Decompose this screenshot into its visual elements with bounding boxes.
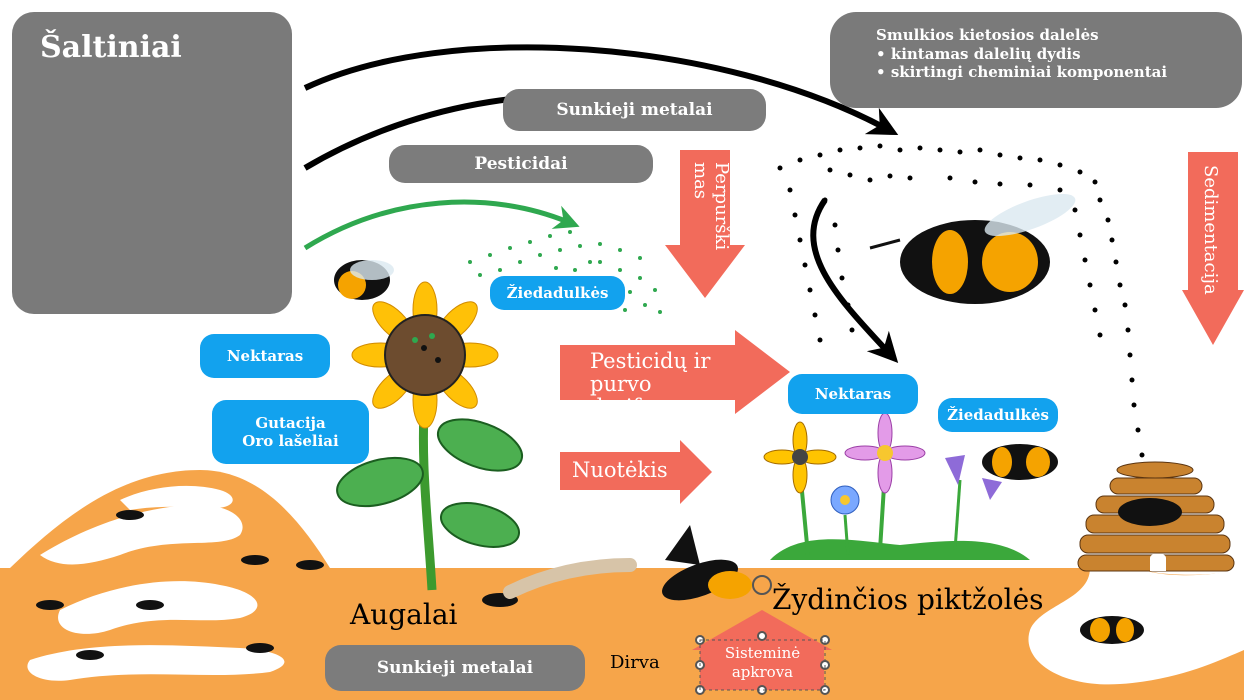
beehive-icon — [1078, 462, 1234, 571]
particles-item: kintamas dalelių dydis — [876, 45, 1167, 63]
weeds-label: Žydinčios piktžolės — [772, 583, 1044, 616]
sedimentation-label: Sedimentacija — [1200, 165, 1221, 305]
pesticides-label: Pesticidai — [389, 145, 653, 183]
weed-flowers — [764, 413, 1030, 560]
plants-label: Augalai — [350, 598, 457, 631]
particles-item: skirtingi cheminiai komponentai — [876, 63, 1167, 81]
sources-title: Šaltiniai — [40, 30, 182, 65]
bee-large — [870, 185, 1080, 304]
bee-burrow — [1080, 616, 1144, 644]
particles-list: kintamas dalelių dydis skirtingi chemini… — [876, 45, 1167, 81]
nectar-label-right: Nektaras — [788, 374, 918, 414]
particles-panel: Smulkios kietosios dalelės kintamas dale… — [830, 12, 1242, 108]
heavy-metals-bottom-label: Sunkieji metalai — [325, 645, 585, 691]
spraying-label: Perpurški mas — [690, 162, 732, 272]
drift-label: Pesticidų ir purvo dreifas — [590, 350, 730, 419]
pollen-label-left: Žiedadulkės — [490, 276, 625, 310]
guttation-line-2: Oro lašeliai — [242, 432, 338, 450]
soil-label: Dirva — [610, 652, 660, 673]
systemic-load-label: Sisteminė apkrova — [704, 644, 821, 688]
pollen-label-right: Žiedadulkės — [938, 398, 1058, 432]
heavy-metals-top-label: Sunkieji metalai — [503, 89, 766, 131]
runoff-label: Nuotėkis — [572, 459, 668, 482]
guttation-line-1: Gutacija — [255, 414, 325, 432]
particles-title: Smulkios kietosios dalelės — [876, 26, 1099, 44]
bee-flowers — [982, 444, 1058, 480]
guttation-label: Gutacija Oro lašeliai — [212, 400, 369, 464]
bee-sunflower — [334, 260, 394, 300]
nectar-label-left: Nektaras — [200, 334, 330, 378]
